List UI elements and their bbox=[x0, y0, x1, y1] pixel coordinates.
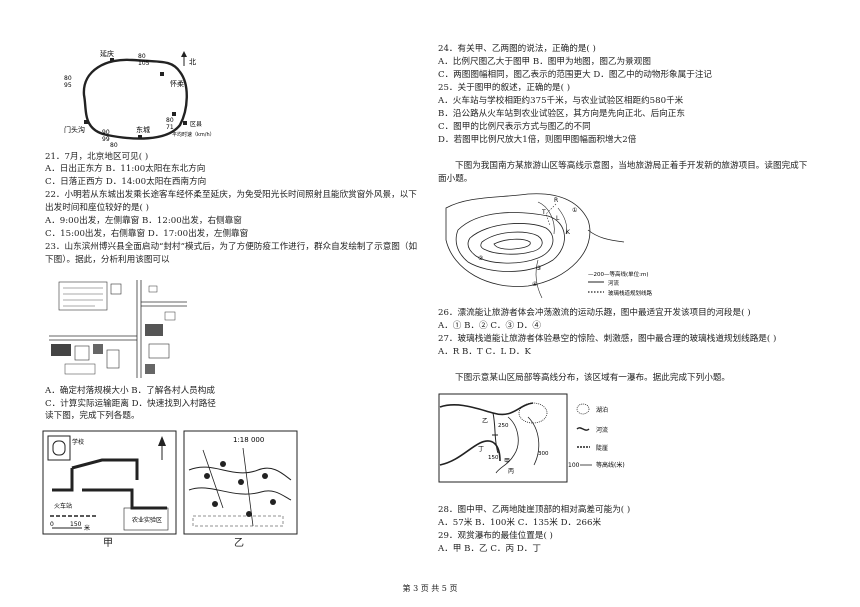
contour-250: 250 bbox=[498, 423, 509, 429]
river-2: ② bbox=[478, 255, 484, 262]
route-l: L bbox=[556, 215, 560, 222]
station-label: 火车站 bbox=[54, 502, 72, 510]
read-figure-instruction: 读下图，完成下列各题。 bbox=[45, 411, 140, 421]
farm-label: 农业实验区 bbox=[132, 516, 162, 524]
legend-county: 区县 bbox=[190, 121, 202, 128]
school-label: 学校 bbox=[72, 438, 84, 446]
legend-contour: 等高线(米) bbox=[596, 461, 625, 469]
station-huairou: 怀柔 bbox=[170, 79, 184, 88]
q29-options: A．甲 B．乙 C．丙 D．丁 bbox=[438, 544, 541, 554]
north-label: 北 bbox=[189, 58, 196, 66]
q25: 25．关于图甲的叙述，正确的是( ) bbox=[438, 83, 571, 93]
station-mentougou: 门头沟 bbox=[64, 125, 85, 134]
place-ding: 丁 bbox=[478, 446, 484, 453]
lake-legend-icon bbox=[576, 403, 590, 415]
q23-line2: 下图）。据此，分析利用该图可以 bbox=[45, 255, 170, 265]
q27-options: A．R B．T C．L D．K bbox=[438, 347, 531, 357]
intro-contour: 下图为我国南方某旅游山区等高线示意图，当地旅游局正着手开发新的旅游项目。读图完成… bbox=[455, 161, 808, 171]
q25-option-b: B．沿公路从火车站到农业试验区，其方向是先向正北、后向正东 bbox=[438, 109, 685, 119]
speed-label: 80 bbox=[110, 142, 118, 149]
speed-label: 90 bbox=[102, 129, 110, 136]
legend-cliff: 陡崖 bbox=[596, 444, 608, 452]
waterfall-contour-map: 乙 丁 甲 丙 250 150 300 湖泊 河流 陡崖 100 等高线(米) bbox=[438, 393, 625, 483]
river-4: ④ bbox=[532, 281, 537, 288]
map-jia: 学校 农业实验区 火车站 0 150 米 bbox=[42, 430, 177, 535]
speed-label: 80 bbox=[64, 75, 72, 82]
river-1: ① bbox=[572, 207, 577, 214]
q26: 26．漂流能让旅游者体会冲荡激流的运动乐趣，图中最适宜开发该项目的河段是( ) bbox=[438, 308, 751, 318]
q24-options-ab: A．比例尺图乙大于图甲 B．图甲为地图，图乙为景观图 bbox=[438, 57, 651, 67]
village-sketch-map bbox=[45, 278, 190, 380]
speed-label: 80 bbox=[166, 117, 174, 124]
q21: 21．7月，北京地区可见( ) bbox=[45, 152, 149, 162]
speed-label: 105 bbox=[138, 60, 150, 67]
scale-zero: 0 bbox=[50, 521, 54, 528]
place-bing: 丙 bbox=[508, 468, 514, 475]
legend-lake: 湖泊 bbox=[596, 406, 608, 414]
q24: 24．有关甲、乙两图的说法，正确的是( ) bbox=[438, 44, 596, 54]
q21-options-ab: A．日出正东方 B．11:00太阳在东北方向 bbox=[45, 164, 206, 174]
scale-unit: 米 bbox=[84, 524, 90, 532]
q25-option-d: D．若图甲比例尺放大1倍，则图甲图幅面积增大2倍 bbox=[438, 135, 637, 145]
contour-150: 150 bbox=[488, 455, 499, 461]
station-dongcheng: 东城 bbox=[136, 125, 150, 134]
intro-contour-2: 面小题。 bbox=[438, 174, 473, 184]
scale-bar-value: 150 bbox=[70, 521, 82, 528]
q23-options-cd: C．计算实际运输距离 D．快速找到入村路径 bbox=[45, 399, 216, 409]
legend-glass-walkway: 玻璃栈道规划线路 bbox=[608, 289, 653, 297]
contour-300: 300 bbox=[538, 451, 549, 457]
speed-label: 80 bbox=[138, 53, 146, 60]
q27: 27．玻璃栈道能让旅游者体验悬空的惊险、刺激感，图中最合理的玻璃栈道规划线路是(… bbox=[438, 334, 777, 344]
speed-label: 95 bbox=[64, 82, 72, 89]
station-yanqing: 延庆 bbox=[100, 50, 114, 58]
q26-options: A．① B．② C．③ D．④ bbox=[438, 321, 541, 331]
q22-options-ab: A．9:00出发，左侧靠窗 B．12:00出发，右侧靠窗 bbox=[45, 216, 242, 226]
q22-options-cd: C．15:00出发，右侧靠窗 D．17:00出发，左侧靠窗 bbox=[45, 229, 249, 239]
beijing-route-map: 延庆 80 105 80 95 怀柔 门头沟 90 99 东城 80 71 80… bbox=[64, 50, 215, 149]
place-jia: 甲 bbox=[504, 458, 510, 465]
route-r: R bbox=[554, 197, 558, 204]
label-jia: 甲 bbox=[103, 538, 113, 549]
river-3: ③ bbox=[536, 265, 541, 272]
legend-river: 河流 bbox=[608, 279, 620, 287]
q28-options: A．57米 B．100米 C．135米 D．266米 bbox=[438, 518, 602, 528]
q22-line1: 22．小明若从东城出发乘长途客车经怀柔至延庆，为免受阳光长时间照射且能欣赏窗外风… bbox=[45, 190, 417, 200]
tourism-contour-map: R T K L ① ② ③ ④ —200—等高线(单位:m) 河流 玻璃栈道规划… bbox=[438, 190, 688, 302]
speed-label: 71 bbox=[166, 124, 174, 131]
label-yi: 乙 bbox=[234, 538, 244, 549]
q25-option-a: A．火车站与学校相距约375千米，与农业试验区相距约580千米 bbox=[438, 96, 684, 106]
q24-options-cd: C．两图图幅相同，图乙表示的范围更大 D．图乙中的动物形象属于注记 bbox=[438, 70, 713, 80]
q28: 28．图中甲、乙两地陡崖顶部的相对高差可能为( ) bbox=[438, 505, 631, 515]
place-yi: 乙 bbox=[482, 418, 488, 425]
q23-line1: 23．山东滨州博兴县全面启动“封村”模式后，为了方便防疫工作进行，群众自发绘制了… bbox=[45, 242, 418, 252]
q22-line2: 出发时间和座位较好的是( ) bbox=[45, 203, 149, 213]
route-k: K bbox=[566, 229, 571, 236]
speed-label: 99 bbox=[102, 136, 110, 143]
legend-contour: —200—等高线(单位:m) bbox=[588, 270, 649, 278]
map-yi: 1:18 000 bbox=[183, 430, 298, 535]
legend-100: 100 bbox=[568, 462, 580, 469]
route-t: T bbox=[541, 209, 546, 216]
intro-waterfall: 下图示意某山区局部等高线分布，该区域有一瀑布。据此完成下列小题。 bbox=[455, 373, 731, 383]
page-footer: 第 3 页 共 5 页 bbox=[402, 584, 458, 593]
legend-speed: 平均时速（km/h） bbox=[172, 131, 215, 138]
q25-option-c: C．图甲的比例尺表示方式与图乙的不同 bbox=[438, 122, 591, 132]
north-arrow-icon bbox=[181, 51, 187, 57]
q23-options-ab: A．确定村落规模大小 B．了解各村人员构成 bbox=[45, 386, 215, 396]
county-legend-icon bbox=[183, 121, 187, 125]
q29: 29．观赏瀑布的最佳位置是( ) bbox=[438, 531, 553, 541]
q21-options-cd: C．日落正西方 D．14:00太阳在西南方向 bbox=[45, 177, 207, 187]
north-arrow-icon bbox=[158, 436, 166, 446]
river-legend-icon bbox=[576, 427, 590, 431]
scale-ratio: 1:18 000 bbox=[233, 436, 264, 444]
legend-river: 河流 bbox=[596, 426, 608, 434]
